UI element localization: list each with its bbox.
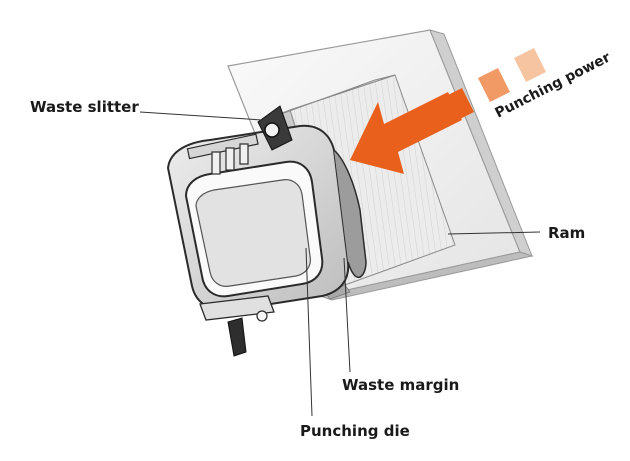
label-waste-slitter: Waste slitter — [30, 98, 139, 116]
label-punching-power: Punching power — [493, 50, 614, 122]
waste-slitter — [186, 105, 293, 175]
label-ram: Ram — [548, 224, 585, 242]
leader-ram — [447, 231, 541, 235]
leader-waste-margin — [343, 257, 351, 373]
punching-power-arrow — [350, 48, 546, 174]
label-waste-margin: Waste margin — [342, 376, 459, 394]
leader-waste-slitter — [139, 111, 263, 121]
label-punching-die: Punching die — [300, 422, 410, 440]
leader-punching-die — [305, 247, 313, 417]
lower-bracket — [199, 295, 275, 357]
